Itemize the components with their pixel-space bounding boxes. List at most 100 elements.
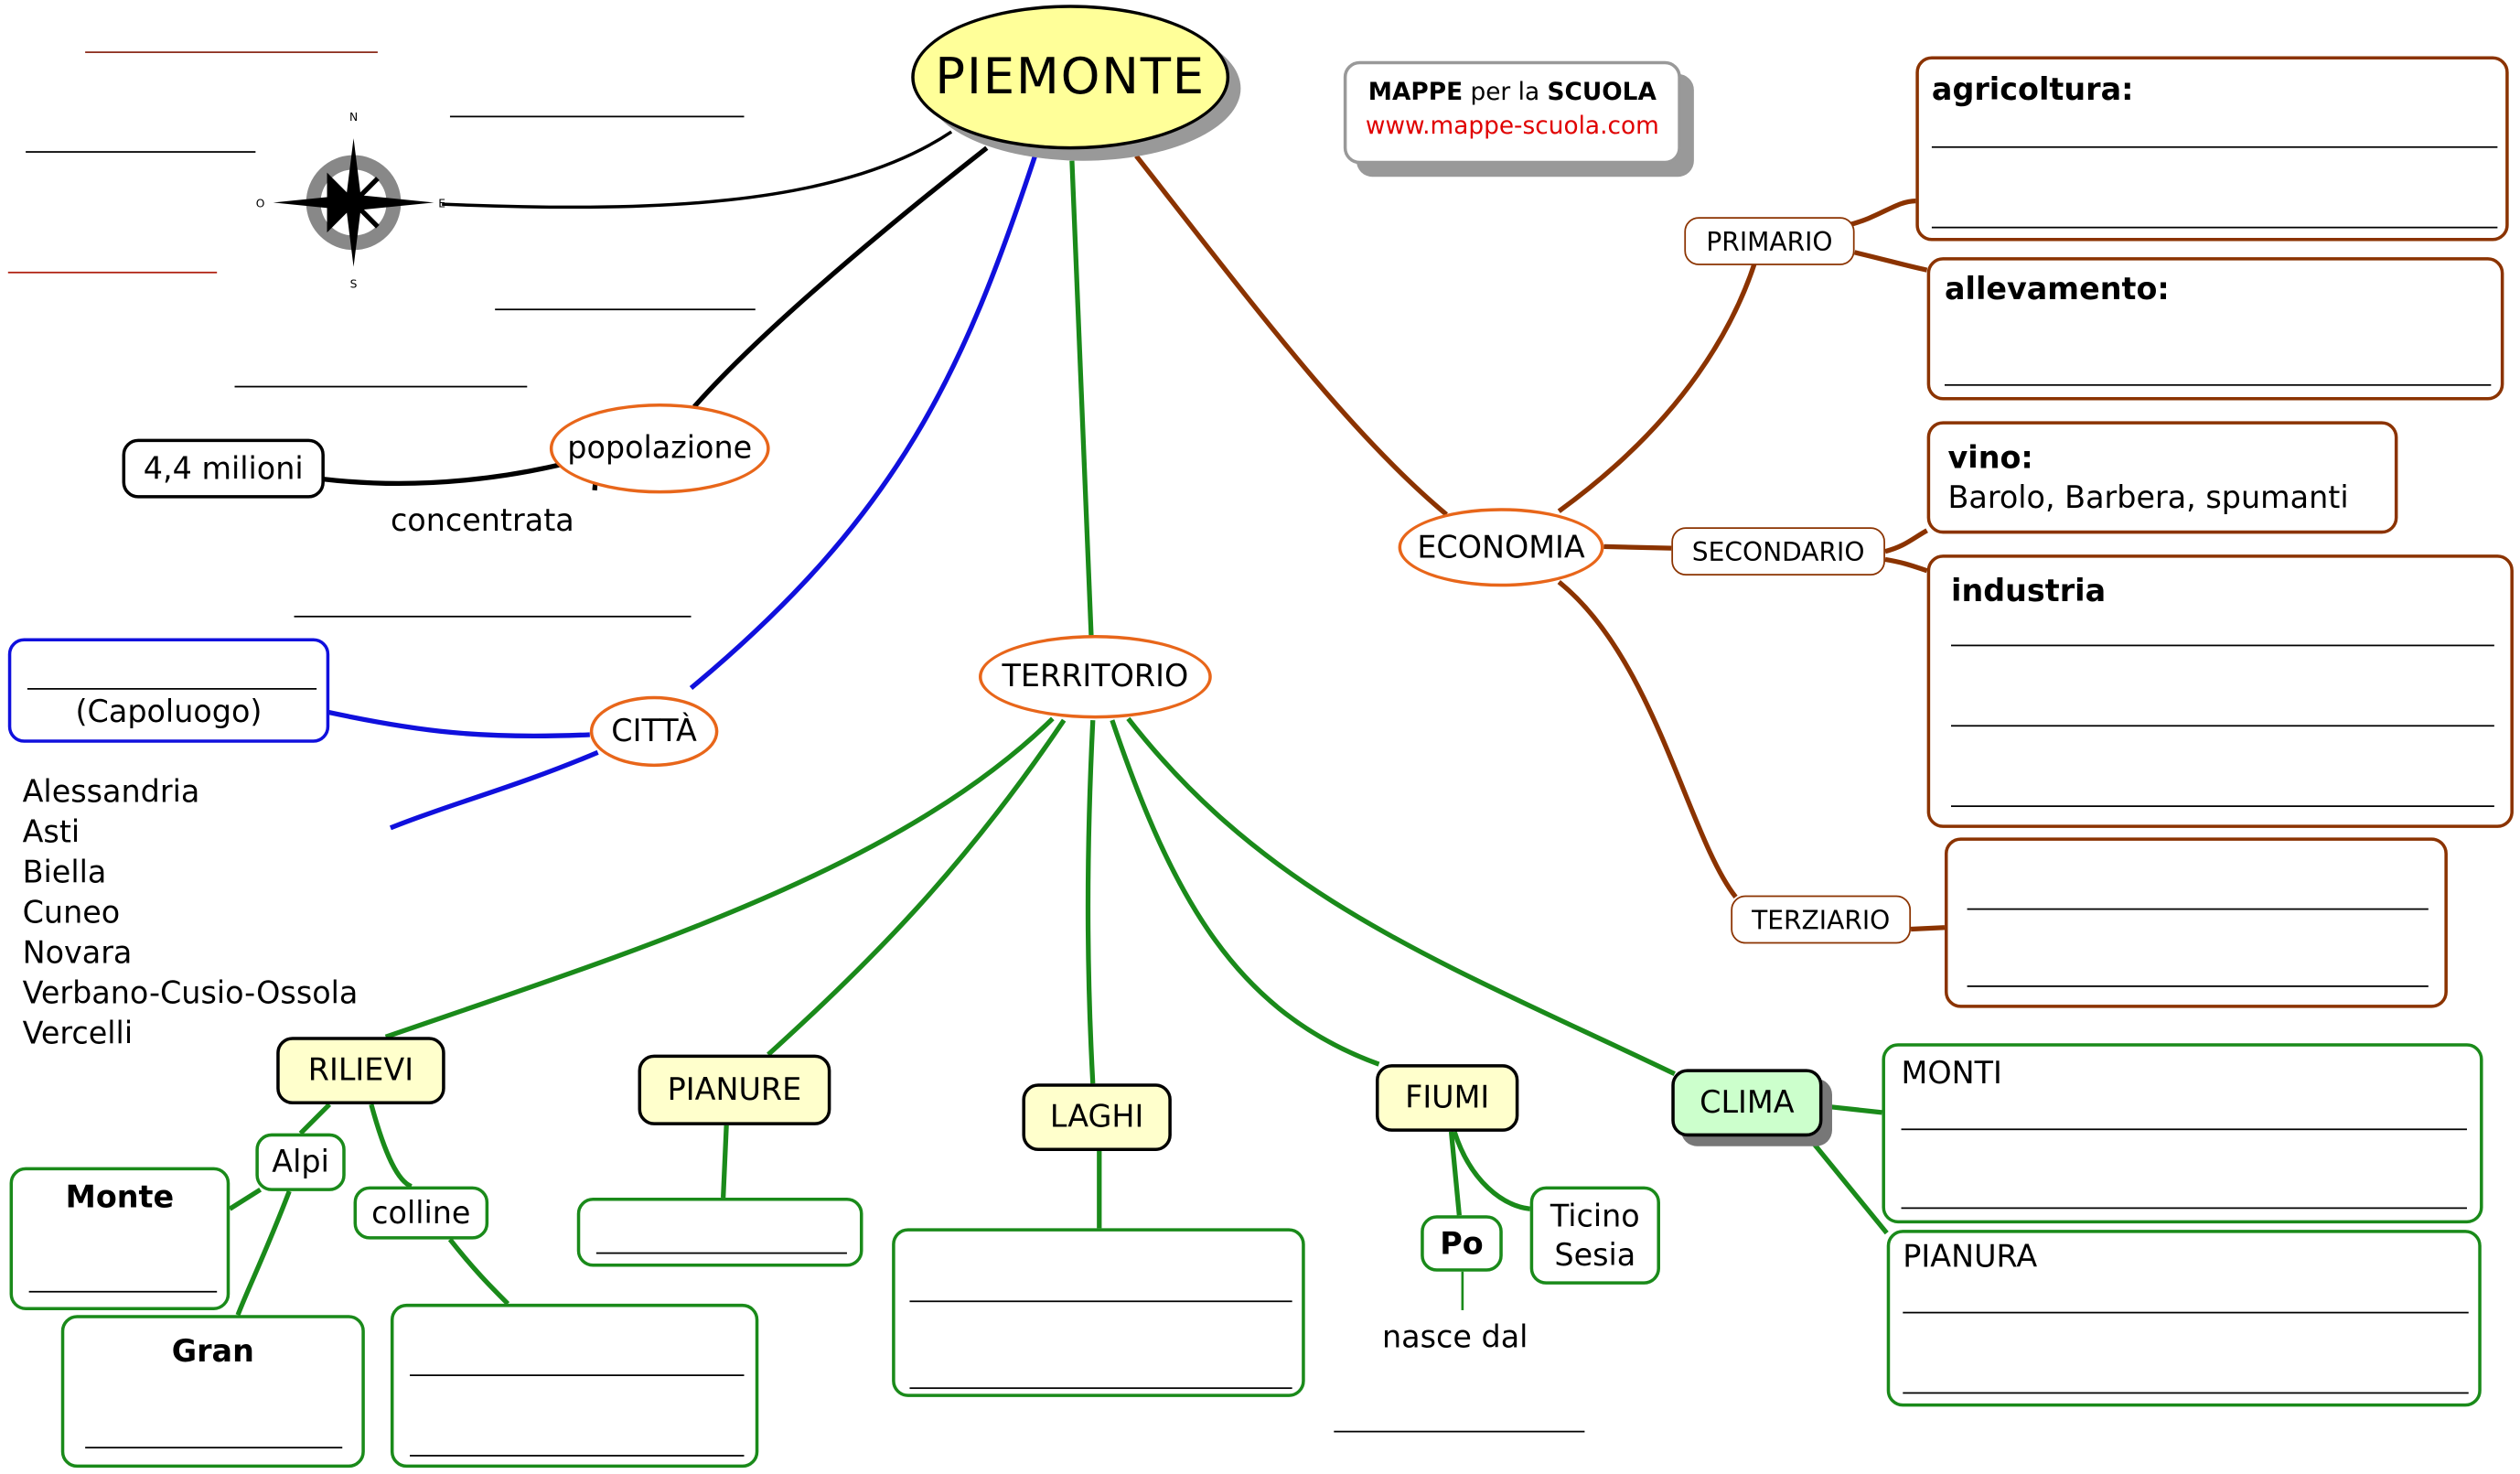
city-item: Novara [22, 935, 133, 972]
allevamento-label: allevamento: [1944, 271, 2170, 307]
popolazione-note: concentrata [390, 502, 574, 539]
link-terziario [1557, 579, 1738, 899]
blank-line [1950, 805, 2494, 808]
node-ticino-sesia[interactable]: Ticino Sesia [1529, 1186, 1660, 1285]
blank-line [1903, 1311, 2469, 1314]
blank-line [27, 687, 317, 690]
monti-label: MONTI [1901, 1056, 2002, 1092]
blank-line [909, 1387, 1292, 1390]
blank-line [7, 271, 218, 274]
logo-text: MAPPE [1367, 77, 1464, 106]
link-terziario-box [1910, 925, 1946, 932]
title-node: PIEMONTE [911, 5, 1230, 150]
node-secondario[interactable]: SECONDARIO [1671, 527, 1885, 576]
blank-line [1950, 644, 2494, 647]
allevamento-box: allevamento: [1926, 257, 2504, 401]
link-rilievi [384, 716, 1055, 1039]
city-item: Alessandria [22, 774, 200, 811]
node-economia[interactable]: ECONOMIA [1398, 508, 1604, 587]
compass-o: O [256, 198, 265, 210]
link-clima [1126, 716, 1676, 1077]
city-list: Alessandria Asti Biella Cuneo Novara Ver… [23, 773, 359, 1054]
blank-line [1903, 1392, 2469, 1394]
link-vino [1884, 528, 1928, 554]
node-primario[interactable]: PRIMARIO [1684, 217, 1855, 265]
link-pianura [1806, 1135, 1889, 1235]
pianura-box: PIANURA [1886, 1230, 2482, 1407]
logo[interactable]: MAPPE per la SCUOLA www.mappe-scuola.com [1343, 60, 1681, 165]
city-item: Asti [22, 814, 80, 851]
blank-line [909, 1300, 1292, 1303]
city-item: Verbano-Cusio-Ossola [22, 975, 359, 1012]
node-fiumi[interactable]: FIUMI [1375, 1064, 1519, 1132]
link-primario [1557, 261, 1758, 513]
link-alpi [298, 1103, 332, 1135]
node-alpi[interactable]: Alpi [255, 1133, 346, 1191]
gran-box: Gran [60, 1315, 365, 1469]
industria-box: industria [1926, 554, 2514, 828]
node-clima[interactable]: CLIMA [1671, 1069, 1823, 1137]
blank-line [1334, 1430, 1585, 1433]
compass-e: E [438, 198, 445, 210]
laghi-box [892, 1228, 1305, 1397]
link-citta [689, 155, 1038, 691]
logo-text: per la [1470, 77, 1540, 106]
link-colline-box [447, 1238, 510, 1306]
link-compass [442, 130, 953, 210]
link-monte [228, 1187, 263, 1211]
link-secondario [1603, 543, 1672, 551]
blank-line [1931, 226, 2498, 229]
link-po [1448, 1131, 1462, 1216]
blank-line [1944, 383, 2492, 386]
terziario-box [1944, 837, 2448, 1008]
agricoltura-label: agricoltura: [1931, 72, 2134, 108]
blank-line [1931, 145, 2498, 148]
monte-label: Monte [65, 1179, 175, 1216]
link-laghi [1085, 720, 1096, 1084]
city-item: Biella [22, 855, 107, 891]
blank-line [1967, 908, 2429, 910]
link-industria [1884, 556, 1928, 574]
vino-box: vino: Barolo, Barbera, spumanti [1926, 421, 2398, 534]
logo-url-link[interactable]: www.mappe-scuola.com [1365, 111, 1659, 140]
colline-box [390, 1303, 759, 1469]
vino-label: vino: [1947, 440, 2033, 477]
blank-line [85, 51, 378, 53]
blank-line [28, 1290, 218, 1293]
pianure-box [576, 1197, 863, 1267]
blank-line [595, 1252, 847, 1254]
node-territorio[interactable]: TERRITORIO [979, 635, 1212, 719]
popolazione-value: 4,4 milioni [122, 438, 325, 499]
blank-line [85, 1447, 343, 1449]
industria-label: industria [1950, 574, 2107, 609]
blank-line [410, 1374, 745, 1376]
blank-line [1967, 985, 2429, 987]
node-citta[interactable]: CITTÀ [589, 695, 719, 768]
link-capoluogo [327, 709, 590, 739]
node-terziario[interactable]: TERZIARIO [1731, 895, 1912, 944]
node-po[interactable]: Po [1421, 1215, 1503, 1272]
logo-text: SCUOLA [1547, 77, 1657, 106]
capoluogo-label: (Capoluogo) [75, 694, 263, 730]
link-monti [1822, 1103, 1882, 1115]
link-gran [235, 1189, 292, 1317]
compass-icon: N S O E [256, 111, 445, 291]
city-item: Vercelli [22, 1016, 134, 1052]
compass-n: N [349, 111, 358, 124]
node-laghi[interactable]: LAGHI [1022, 1083, 1172, 1152]
link-pianure [767, 718, 1067, 1057]
blank-line [1901, 1128, 2467, 1131]
po-note: nasce dal [1382, 1319, 1528, 1356]
blank-line [495, 308, 756, 311]
link-territorio [1069, 160, 1094, 637]
vino-detail: Barolo, Barbera, spumanti [1947, 480, 2349, 516]
link-fiumi [1110, 719, 1380, 1067]
node-colline[interactable]: colline [353, 1186, 489, 1240]
node-popolazione[interactable]: popolazione [549, 403, 770, 494]
blank-line [1901, 1207, 2467, 1210]
node-pianure[interactable]: PIANURE [638, 1054, 831, 1125]
pianura-label: PIANURA [1903, 1239, 2038, 1275]
node-rilievi[interactable]: RILIEVI [276, 1037, 445, 1105]
